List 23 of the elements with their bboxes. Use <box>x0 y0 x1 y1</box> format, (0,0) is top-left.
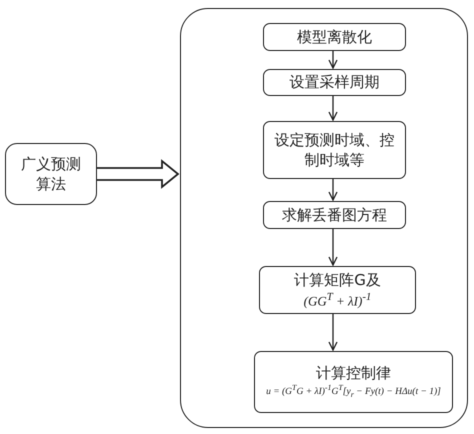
box-label: 求解丢番图方程 <box>282 204 387 226</box>
process-box <box>259 266 416 314</box>
process-box <box>263 23 406 51</box>
box-label: 模型离散化 <box>297 26 372 48</box>
container-frame <box>180 8 468 428</box>
process-box <box>263 201 406 229</box>
process-box <box>254 351 453 413</box>
arrow <box>328 50 338 69</box>
process-box <box>5 143 97 205</box>
formula: u = (G$^{T}$G + λI)$^{-1}$G$^{T}$[y$_{r}$ − Fy(t) − HΔu(t − 1)] <box>266 383 441 401</box>
process-box <box>263 121 406 179</box>
box-label: 设定预测时域、控制时域等 <box>274 130 396 170</box>
arrow <box>328 228 338 266</box>
arrow <box>328 95 338 121</box>
box-label: 计算矩阵G及 <box>294 270 381 290</box>
box-label: 广义预测算法 <box>20 154 82 194</box>
hollow-arrow <box>96 159 180 189</box>
arrow <box>328 313 338 351</box>
arrow <box>328 178 338 201</box>
box-label: 计算控制律 <box>316 363 391 384</box>
process-box <box>263 69 406 96</box>
formula: (GG$^{T}$ + λI)$^{-1}$ <box>304 290 372 310</box>
box-label: 设置采样周期 <box>290 72 380 93</box>
